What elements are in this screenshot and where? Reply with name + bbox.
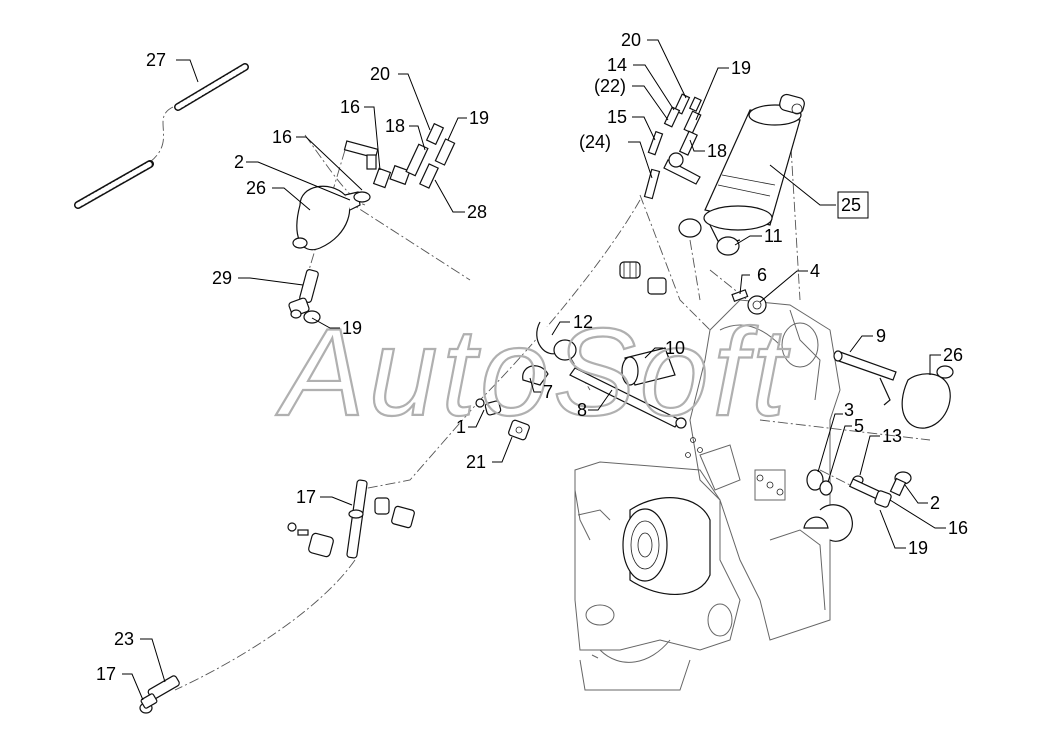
callout-9: 9 bbox=[876, 326, 886, 346]
callout-22: (22) bbox=[594, 76, 626, 96]
watermark-text: AutoSoft bbox=[275, 304, 790, 442]
callout-18: 18 bbox=[385, 116, 405, 136]
callout-17: 17 bbox=[96, 664, 116, 684]
callout-21: 21 bbox=[466, 452, 486, 472]
callout-27: 27 bbox=[146, 50, 166, 70]
callout-19: 19 bbox=[342, 318, 362, 338]
callout-18: 18 bbox=[707, 141, 727, 161]
callout-23: 23 bbox=[114, 629, 134, 649]
pto-housing bbox=[622, 497, 711, 596]
callout-10: 10 bbox=[665, 338, 685, 358]
callout-12: 12 bbox=[573, 312, 593, 332]
callout-5: 5 bbox=[854, 416, 864, 436]
callout-28: 28 bbox=[467, 202, 487, 222]
callout-19: 19 bbox=[908, 538, 928, 558]
callout-2: 2 bbox=[234, 152, 244, 172]
callout-20: 20 bbox=[621, 30, 641, 50]
callout-24: (24) bbox=[579, 132, 611, 152]
callout-26: 26 bbox=[943, 345, 963, 365]
front-linkage-bracket bbox=[574, 299, 841, 691]
callout-16: 16 bbox=[948, 518, 968, 538]
callout-19: 19 bbox=[469, 108, 489, 128]
callout-11: 11 bbox=[764, 226, 783, 246]
callout-8: 8 bbox=[577, 400, 587, 420]
callout-14: 14 bbox=[607, 55, 627, 75]
callout-box-25 bbox=[837, 191, 869, 219]
callout-6: 6 bbox=[757, 265, 767, 285]
callout-15: 15 bbox=[607, 107, 627, 127]
hydraulic-cylinder-25 bbox=[663, 93, 805, 256]
callout-25: 25 bbox=[841, 195, 861, 215]
callout-3: 3 bbox=[844, 400, 854, 420]
callout-20: 20 bbox=[370, 64, 390, 84]
callout-4: 4 bbox=[810, 261, 820, 281]
hose-27 bbox=[74, 63, 249, 209]
callout-26: 26 bbox=[246, 178, 266, 198]
mid-parts bbox=[475, 261, 954, 542]
cylinder-fittings bbox=[643, 93, 702, 200]
callout-13: 13 bbox=[882, 426, 902, 446]
callout-7: 7 bbox=[543, 382, 553, 402]
callout-labels: 27 20 16 18 19 16 2 26 28 29 19 20 14 (2… bbox=[96, 30, 968, 684]
lower-left-parts bbox=[139, 479, 415, 714]
accumulator-26-left bbox=[292, 122, 456, 251]
callout-1: 1 bbox=[456, 417, 466, 437]
callout-19: 19 bbox=[731, 58, 751, 78]
callout-17: 17 bbox=[296, 487, 316, 507]
callout-16: 16 bbox=[340, 97, 360, 117]
callout-2: 2 bbox=[930, 493, 940, 513]
leader-lines bbox=[122, 39, 946, 701]
callout-16: 16 bbox=[272, 127, 292, 147]
callout-29: 29 bbox=[212, 268, 232, 288]
